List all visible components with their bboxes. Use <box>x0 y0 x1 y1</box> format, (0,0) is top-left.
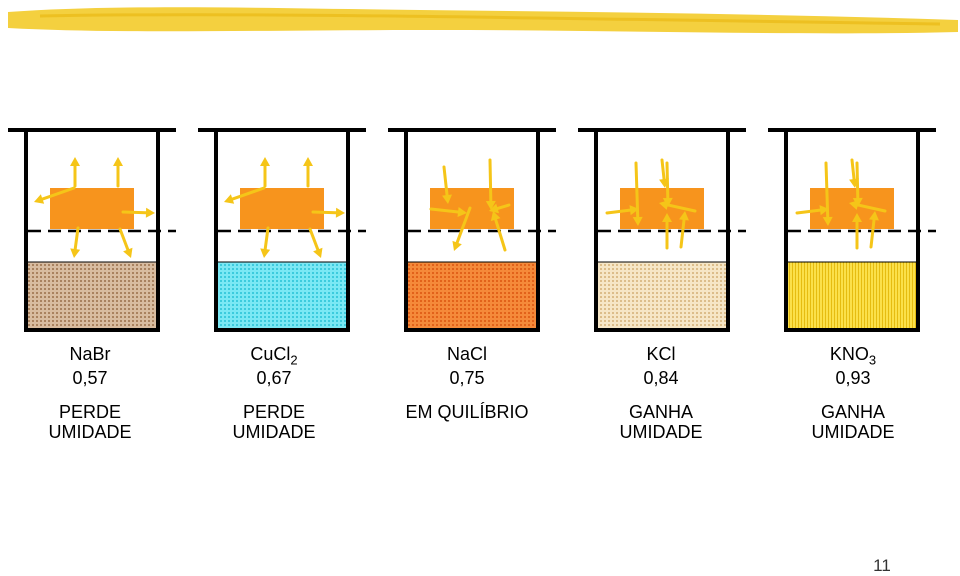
moisture-arrow <box>632 161 643 226</box>
moisture-arrow <box>605 205 639 216</box>
moisture-arrow <box>659 200 697 213</box>
status-line-2: UMIDADE <box>48 422 132 442</box>
moisture-arrow <box>121 207 155 218</box>
moisture-arrow <box>308 227 323 258</box>
salt-solution <box>408 262 537 328</box>
moisture-arrow <box>659 158 670 188</box>
salt-name: NaCl <box>387 344 547 364</box>
moisture-arrow <box>442 165 453 204</box>
status-line-2: UMIDADE <box>232 422 316 442</box>
food-sample <box>240 188 324 229</box>
salt-solution <box>218 262 347 328</box>
moisture-arrow <box>311 207 345 218</box>
status-line-1: GANHA <box>628 402 693 422</box>
salt-formula: KNO <box>829 344 869 364</box>
moisture-arrow <box>70 157 80 188</box>
chamber-2 <box>198 128 366 332</box>
moisture-arrow <box>118 227 133 258</box>
status-line-2: UMIDADE <box>619 422 703 442</box>
moisture-arrow <box>795 205 829 216</box>
status-line-1: EM QUILÍBRIO <box>405 402 529 422</box>
moisture-status: EM QUILÍBRIO <box>387 402 547 422</box>
moisture-arrow <box>849 200 887 213</box>
moisture-arrow <box>849 158 860 188</box>
status-line-1: PERDE <box>242 402 305 422</box>
moisture-arrow <box>485 158 496 210</box>
moisture-arrow <box>452 206 472 251</box>
salt-subscript: 2 <box>290 352 298 368</box>
moisture-arrow <box>490 211 507 252</box>
salt-name: KCl <box>581 344 741 364</box>
status-line-2: UMIDADE <box>811 422 895 442</box>
banner-texture <box>39 13 941 26</box>
chamber-5 <box>768 128 936 332</box>
chambers-group <box>8 128 936 332</box>
moisture-arrow <box>489 203 511 214</box>
moisture-arrow <box>869 211 879 249</box>
moisture-arrow <box>224 186 266 204</box>
salt-formula: KCl <box>646 344 676 364</box>
salt-solution <box>28 262 157 328</box>
water-activity-value: 0,84 <box>643 368 679 388</box>
water-activity-value: 0,67 <box>256 368 292 388</box>
status-line-1: GANHA <box>820 402 885 422</box>
moisture-arrow <box>822 161 833 226</box>
moisture-arrow <box>429 207 467 217</box>
moisture-arrow <box>113 157 123 188</box>
chamber-3 <box>388 128 556 332</box>
salt-formula: NaBr <box>69 344 111 364</box>
water-activity-value: 0,93 <box>835 368 871 388</box>
top-banner-brushstroke <box>8 7 958 34</box>
status-line-1: PERDE <box>58 402 121 422</box>
moisture-arrow <box>662 213 672 250</box>
moisture-arrow <box>70 226 81 258</box>
chamber-4 <box>578 128 746 332</box>
salt-solution <box>788 262 917 328</box>
chamber-1 <box>8 128 176 332</box>
moisture-arrow <box>260 157 270 188</box>
moisture-arrow <box>852 213 862 250</box>
salt-name: KNO3 <box>773 344 933 371</box>
salt-subscript: 3 <box>868 352 877 368</box>
moisture-arrow <box>679 211 689 249</box>
salt-name: NaBr <box>10 344 170 364</box>
water-activity-value: 0,57 <box>72 368 108 388</box>
moisture-arrow <box>303 157 313 188</box>
moisture-arrow <box>34 186 76 204</box>
page-number: 11 <box>873 556 891 575</box>
food-sample <box>50 188 134 229</box>
salt-solution <box>598 262 727 328</box>
moisture-arrow <box>260 226 271 258</box>
salt-formula: CuCl <box>250 344 291 364</box>
water-activity-value: 0,75 <box>449 368 485 388</box>
salt-name: CuCl2 <box>194 344 354 371</box>
salt-formula: NaCl <box>446 344 487 364</box>
banner-stroke <box>8 7 958 34</box>
